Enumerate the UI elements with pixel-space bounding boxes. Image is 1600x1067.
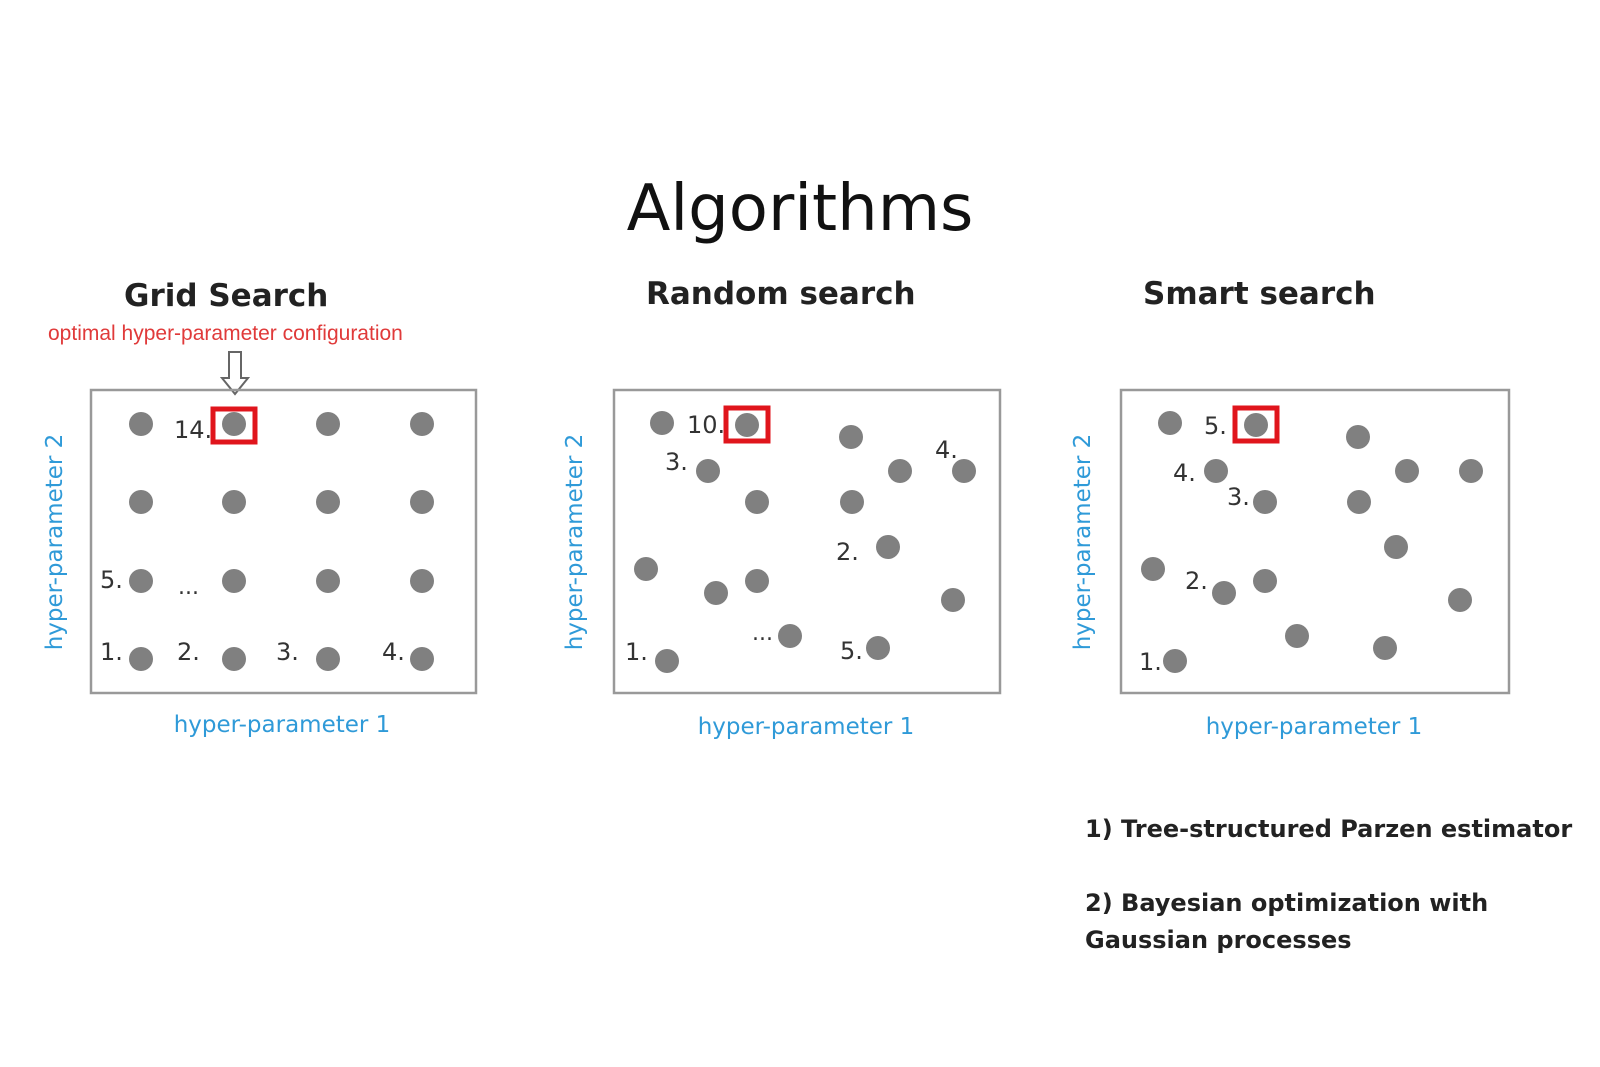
point-label: ... xyxy=(752,621,773,646)
point-label: 3. xyxy=(1227,483,1250,511)
sample-point xyxy=(1373,636,1397,660)
sample-point xyxy=(129,647,153,671)
random-search-frame xyxy=(612,388,1002,695)
grid-search-title: Grid Search xyxy=(124,278,329,314)
point-label: 4. xyxy=(382,638,405,666)
point-label: 5. xyxy=(100,566,123,594)
sample-point xyxy=(222,490,246,514)
method-bayesian-line2: Gaussian processes xyxy=(1085,926,1352,954)
sample-point xyxy=(1163,649,1187,673)
random-optimal-highlight xyxy=(723,405,771,444)
sample-point xyxy=(1204,459,1228,483)
page-title: Algorithms xyxy=(626,172,974,246)
sample-point xyxy=(1347,490,1371,514)
sample-point xyxy=(129,412,153,436)
sample-point xyxy=(1395,459,1419,483)
sample-point xyxy=(1244,413,1268,437)
method-bayesian-line1: 2) Bayesian optimization with xyxy=(1085,889,1489,917)
point-label: 1. xyxy=(1139,648,1162,676)
smart-y-axis-label: hyper-parameter 2 xyxy=(1070,433,1096,651)
smart-optimal-highlight xyxy=(1232,405,1280,444)
method-tpe: 1) Tree-structured Parzen estimator xyxy=(1085,815,1573,843)
random-search-title: Random search xyxy=(646,276,916,312)
sample-point xyxy=(222,647,246,671)
down-arrow-icon xyxy=(219,351,251,396)
sample-point xyxy=(1384,535,1408,559)
sample-point xyxy=(634,557,658,581)
sample-point xyxy=(222,412,246,436)
sample-point xyxy=(316,490,340,514)
sample-point xyxy=(410,412,434,436)
point-label: ... xyxy=(178,575,199,600)
sample-point xyxy=(129,490,153,514)
sample-point xyxy=(840,490,864,514)
point-label: 2. xyxy=(836,538,859,566)
point-label: 3. xyxy=(276,638,299,666)
random-x-axis-label: hyper-parameter 1 xyxy=(697,714,915,740)
sample-point xyxy=(941,588,965,612)
smart-x-axis-label: hyper-parameter 1 xyxy=(1205,714,1423,740)
sample-point xyxy=(222,569,246,593)
sample-point xyxy=(410,569,434,593)
random-y-axis-label: hyper-parameter 2 xyxy=(562,433,588,651)
sample-point xyxy=(410,647,434,671)
point-label: 1. xyxy=(625,638,648,666)
sample-point xyxy=(316,412,340,436)
optimal-config-annotation: optimal hyper-parameter configuration xyxy=(48,322,403,345)
sample-point xyxy=(1253,490,1277,514)
sample-point xyxy=(696,459,720,483)
sample-point xyxy=(655,649,679,673)
sample-point xyxy=(876,535,900,559)
point-label: 2. xyxy=(1185,567,1208,595)
point-label: 3. xyxy=(665,448,688,476)
smart-search-frame xyxy=(1119,388,1511,695)
sample-point xyxy=(129,569,153,593)
sample-point xyxy=(1212,581,1236,605)
sample-point xyxy=(1141,557,1165,581)
sample-point xyxy=(316,569,340,593)
grid-search-frame xyxy=(89,388,478,695)
sample-point xyxy=(745,490,769,514)
sample-point xyxy=(704,581,728,605)
point-label: 4. xyxy=(935,436,958,464)
point-label: 5. xyxy=(840,637,863,665)
point-label: 4. xyxy=(1173,459,1196,487)
grid-x-axis-label: hyper-parameter 1 xyxy=(173,712,391,738)
sample-point xyxy=(1158,411,1182,435)
sample-point xyxy=(1448,588,1472,612)
sample-point xyxy=(1253,569,1277,593)
point-label: 2. xyxy=(177,638,200,666)
sample-point xyxy=(866,636,890,660)
sample-point xyxy=(735,413,759,437)
sample-point xyxy=(888,459,912,483)
grid-optimal-highlight xyxy=(210,406,258,445)
sample-point xyxy=(745,569,769,593)
point-label: 1. xyxy=(100,638,123,666)
point-label: 14. xyxy=(174,416,212,444)
point-label: 10. xyxy=(687,411,725,439)
sample-point xyxy=(1346,425,1370,449)
sample-point xyxy=(316,647,340,671)
grid-y-axis-label: hyper-parameter 2 xyxy=(42,433,68,651)
smart-search-title: Smart search xyxy=(1143,276,1376,312)
sample-point xyxy=(839,425,863,449)
sample-point xyxy=(410,490,434,514)
sample-point xyxy=(650,411,674,435)
sample-point xyxy=(952,459,976,483)
sample-point xyxy=(1285,624,1309,648)
sample-point xyxy=(1459,459,1483,483)
sample-point xyxy=(778,624,802,648)
point-label: 5. xyxy=(1204,412,1227,440)
